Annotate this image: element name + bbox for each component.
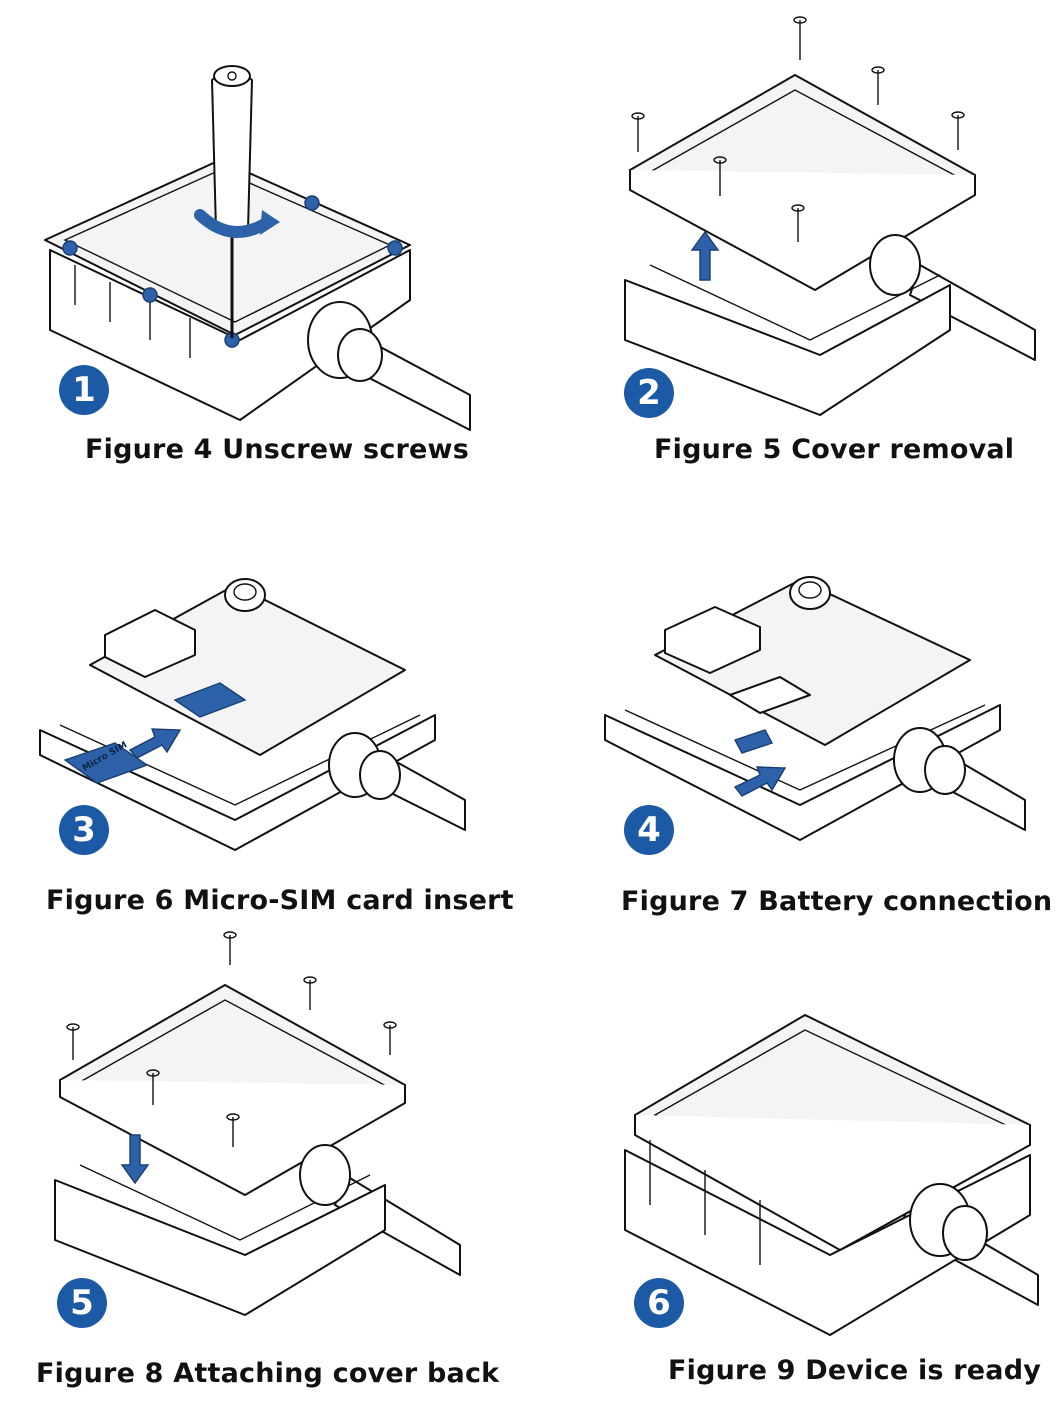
figure-3-caption: Figure 6 Micro-SIM card insert	[46, 885, 514, 916]
figure-2-illustration	[590, 10, 1060, 430]
figure-4-caption: Figure 7 Battery connection	[621, 886, 1053, 917]
figure-5-illustration	[45, 925, 475, 1325]
step-3-badge: 3	[59, 805, 109, 855]
step-2-badge: 2	[624, 368, 674, 418]
figure-1-caption: Figure 4 Unscrew screws	[85, 434, 469, 465]
figure-2-caption: Figure 5 Cover removal	[654, 434, 1015, 465]
figure-6-caption: Figure 9 Device is ready	[668, 1355, 1042, 1386]
step-6-badge: 6	[634, 1278, 684, 1328]
figure-5-caption: Figure 8 Attaching cover back	[36, 1358, 500, 1389]
step-1-badge: 1	[59, 365, 109, 415]
step-4-badge: 4	[624, 805, 674, 855]
figure-3-illustration	[35, 565, 475, 865]
figure-4-illustration	[600, 565, 1050, 865]
figure-1-illustration	[0, 0, 520, 431]
figure-6-illustration	[610, 1005, 1050, 1345]
step-5-badge: 5	[57, 1278, 107, 1328]
